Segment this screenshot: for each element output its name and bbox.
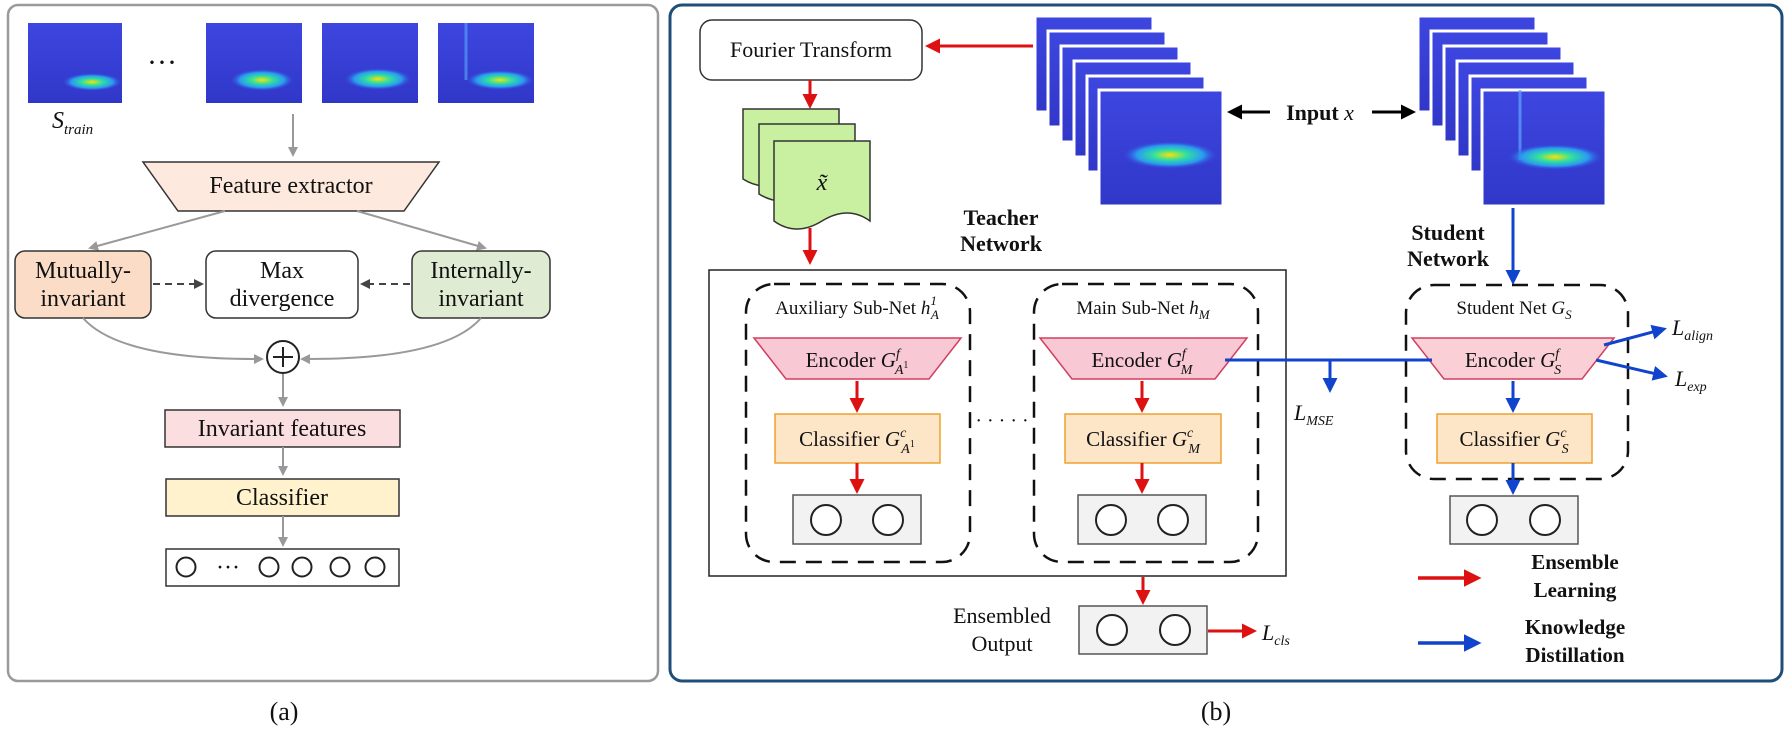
l-mse-label: LMSE xyxy=(1293,400,1334,429)
main-encoder-box xyxy=(1038,337,1249,380)
ensembled-output-label-2: Output xyxy=(971,631,1032,656)
mutually-invariant-label-1: Mutually- xyxy=(35,258,131,284)
output-nodes-ellipsis: ··· xyxy=(216,555,240,581)
ensembled-output-label-1: Ensembled xyxy=(953,603,1051,628)
student-network-label-2: Network xyxy=(1407,246,1490,271)
student-encoder-box xyxy=(1410,337,1616,380)
student-classifier-box xyxy=(1436,413,1593,464)
student-input-stack xyxy=(1416,14,1608,208)
arrow-extractor-to-mutually xyxy=(88,210,226,251)
invariant-features-label: Invariant features xyxy=(198,416,367,442)
training-sample-heatmap-4 xyxy=(438,23,534,103)
classifier-label-a: Classifier xyxy=(236,485,328,511)
output-node xyxy=(258,556,280,578)
l-align-label: Lalign xyxy=(1671,315,1713,344)
heatmap-ellipsis: ··· xyxy=(147,46,177,79)
legend-kd-label-1: Knowledge xyxy=(1525,615,1625,639)
l-exp-label: Lexp xyxy=(1674,366,1707,395)
x-tilde-label: x̃ xyxy=(816,170,829,196)
legend-ensemble-label-2: Learning xyxy=(1534,578,1617,602)
output-nodes-box-a xyxy=(165,548,400,587)
panel-b: Fourier Transform Input x xyxy=(668,3,1784,726)
training-sample-heatmap-3 xyxy=(322,23,418,103)
sum-node-icon xyxy=(266,340,300,374)
auxiliary-encoder-box xyxy=(752,337,963,380)
student-net-box xyxy=(1404,283,1630,481)
main-subnet-label: Main Sub-Net hM xyxy=(1076,298,1210,322)
output-node xyxy=(329,556,351,578)
teacher-input-stack xyxy=(1033,14,1225,208)
max-divergence-label-1: Max xyxy=(260,258,304,284)
output-node xyxy=(1159,614,1191,646)
internally-invariant-label-2: invariant xyxy=(438,286,524,312)
output-node xyxy=(291,556,313,578)
max-divergence-label-2: divergence xyxy=(230,286,335,312)
arrow-to-l-align xyxy=(1603,324,1667,347)
invariant-features-box xyxy=(164,409,401,448)
curve-mutually-to-sum xyxy=(82,317,264,365)
feature-extractor-label: Feature extractor xyxy=(209,173,372,199)
legend-kd-label-2: Distillation xyxy=(1525,643,1624,667)
caption-a: (a) xyxy=(270,697,299,726)
teacher-network-label-1: Teacher xyxy=(964,205,1039,230)
l-cls-label: Lcls xyxy=(1261,620,1290,649)
auxiliary-classifier-box xyxy=(774,413,941,464)
main-subnet-box xyxy=(1032,282,1260,564)
output-node xyxy=(810,504,842,536)
fourier-transform-label: Fourier Transform xyxy=(730,37,892,62)
x-tilde-document-stack xyxy=(742,108,871,230)
input-x-label: Input x xyxy=(1286,100,1354,125)
teacher-network-label-2: Network xyxy=(960,231,1043,256)
output-node xyxy=(1466,504,1498,536)
legend: Ensemble Learning Knowledge Distillation xyxy=(1418,550,1625,667)
panel-a: ··· Strain Feature extractor Mutually- i… xyxy=(6,3,660,726)
subnet-dots: · · · · · xyxy=(975,410,1028,432)
output-node xyxy=(1096,614,1128,646)
mutually-invariant-label-2: invariant xyxy=(40,286,126,312)
output-node xyxy=(1095,504,1127,536)
arrow-extractor-to-internally xyxy=(356,210,487,251)
caption-b: (b) xyxy=(1201,697,1231,726)
student-network-label-1: Student xyxy=(1411,220,1485,245)
training-sample-heatmap-2 xyxy=(206,23,302,103)
output-node xyxy=(1529,504,1561,536)
feature-extractor-box xyxy=(141,161,441,212)
output-node xyxy=(1157,504,1189,536)
legend-ensemble-label-1: Ensemble xyxy=(1531,550,1619,574)
arrow-to-l-exp xyxy=(1595,358,1668,381)
output-node xyxy=(175,556,197,578)
max-divergence-box xyxy=(205,250,359,319)
output-node xyxy=(872,504,904,536)
auxiliary-subnet-box xyxy=(744,282,972,564)
teacher-network-box xyxy=(708,269,1287,577)
curve-internally-to-sum xyxy=(300,317,482,365)
s-train-label: Strain xyxy=(52,108,93,138)
student-net-label: Student Net GS xyxy=(1456,298,1572,322)
output-node xyxy=(364,556,386,578)
training-sample-heatmap-1 xyxy=(28,23,122,103)
internally-invariant-label-1: Internally- xyxy=(430,258,531,284)
